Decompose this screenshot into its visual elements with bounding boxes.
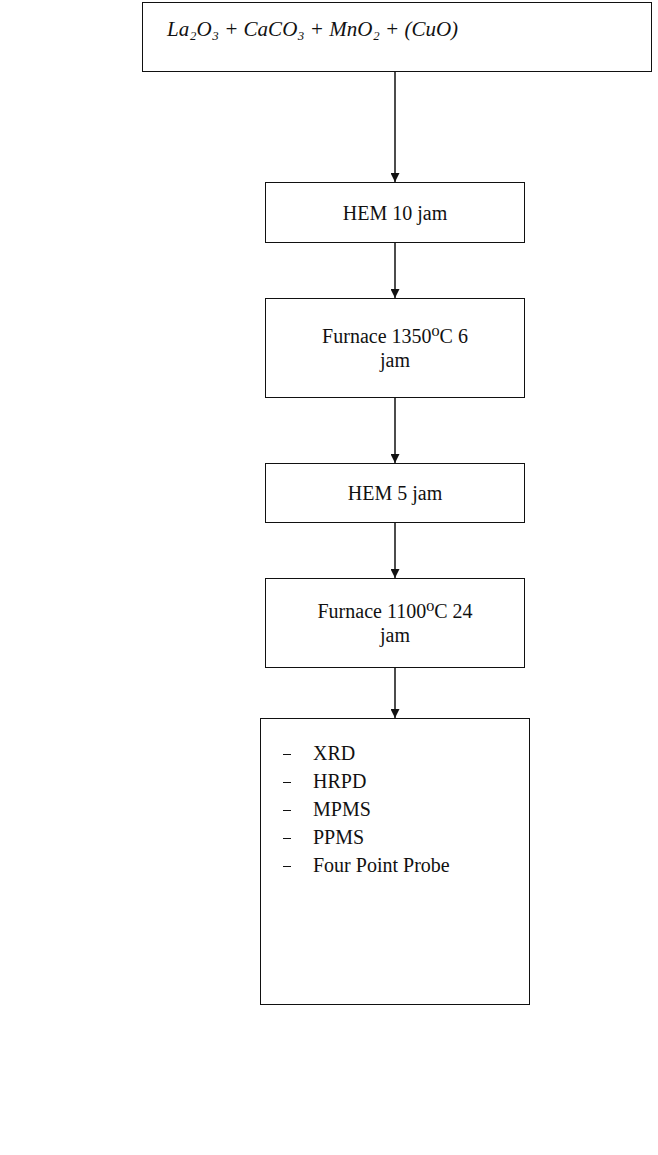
process-box: Furnace 1350⁰C 6 jam [265,298,525,398]
list-item: PPMS [279,825,364,849]
list-item: HRPD [279,769,366,793]
process-box: HEM 5 jam [265,463,525,523]
flow-arrow [394,668,396,718]
node-label: Furnace 1350⁰C 6 jam [315,324,475,372]
flow-arrow [394,523,396,578]
process-box: HEM 10 jam [265,182,525,243]
list-item: Four Point Probe [279,853,450,877]
list-item: XRD [279,741,355,765]
node-label: La₂O₃ + CaCO₃ + MnO₂ + (CuO) [167,17,458,42]
flow-arrow [394,243,396,298]
node-label: HEM 5 jam [348,481,442,505]
materials-box: La₂O₃ + CaCO₃ + MnO₂ + (CuO) [142,2,652,72]
flow-arrow [394,398,396,463]
list-item: MPMS [279,797,371,821]
characterization-box: XRD HRPD MPMS PPMS Four Point Probe [260,718,530,1005]
node-label: Furnace 1100⁰C 24 jam [315,599,475,647]
node-label: HEM 10 jam [343,201,447,225]
process-box: Furnace 1100⁰C 24 jam [265,578,525,668]
flow-arrow [394,72,396,182]
